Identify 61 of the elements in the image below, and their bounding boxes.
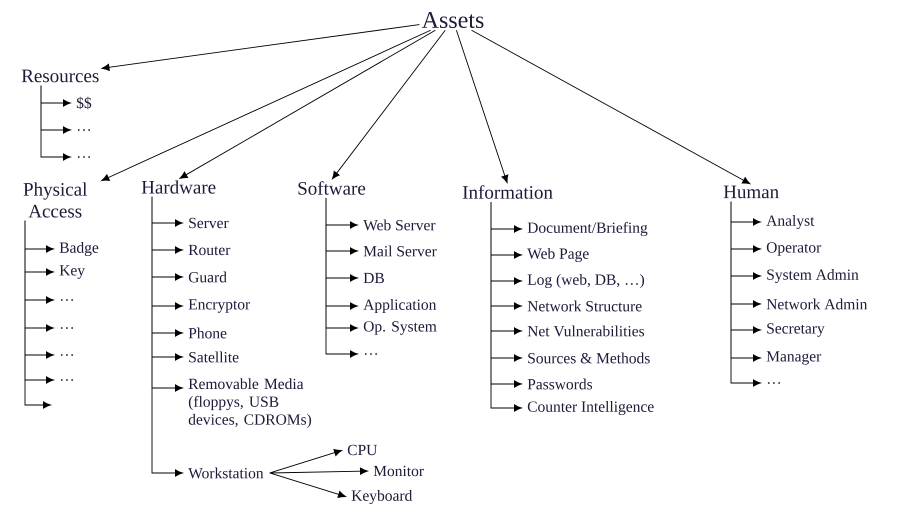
item-label: Monitor — [374, 466, 424, 476]
item-label: … — [78, 129, 90, 131]
category-label: Resources — [22, 70, 99, 82]
item-label: Web Page — [527, 248, 589, 262]
item-label: … — [60, 379, 74, 381]
item-label: … — [364, 353, 378, 355]
item-label: … — [60, 299, 74, 301]
category-label: Hardware — [142, 180, 216, 194]
item-label: Router — [188, 244, 230, 256]
item-label: DB — [364, 272, 384, 284]
arrow — [269, 449, 342, 474]
item-label: Guard — [188, 272, 227, 282]
item-label: Counter Intelligence — [528, 400, 654, 416]
item-label: Workstation — [188, 468, 264, 478]
item-label: Sources & Methods — [528, 352, 650, 364]
arrow — [101, 30, 432, 181]
item-label: Log (web, DB, …) — [528, 274, 644, 288]
category-label: Information — [462, 185, 553, 199]
item-label: … — [768, 382, 780, 384]
item-label: Badge — [60, 242, 98, 256]
item-label: $$ — [76, 96, 92, 110]
arrow — [326, 198, 358, 358]
item-label: Passwords — [528, 378, 592, 390]
item-label: Operator — [766, 242, 822, 256]
arrow — [332, 30, 446, 180]
arrow — [269, 472, 346, 498]
item-label: Encryptor — [188, 299, 250, 313]
arrow — [152, 196, 183, 477]
item-label: … — [60, 354, 74, 356]
item-label: Op. System — [364, 321, 437, 335]
category-label: Human — [724, 186, 779, 198]
item-label: … — [78, 156, 90, 158]
item-label: Analyst — [766, 214, 814, 230]
item-label: Server — [189, 218, 229, 228]
arrow — [180, 30, 436, 179]
arrow — [102, 24, 420, 71]
item-label: Net Vulnerabilities — [528, 326, 644, 336]
item-label: Phone — [188, 328, 226, 338]
item-label: Manager — [766, 351, 822, 365]
arrow — [456, 30, 508, 183]
item-label: Key — [60, 265, 85, 279]
item-label: Network Structure — [528, 300, 642, 312]
arrow — [471, 30, 750, 184]
item-label: … — [60, 327, 74, 329]
item-label: Mail Server — [364, 246, 437, 256]
item-label: Satellite — [189, 352, 238, 362]
item-label: Removable Media (floppys, USB devices, CDROMs) — [188, 378, 312, 428]
item-label: System Admin — [767, 268, 859, 284]
item-label: Web Server — [363, 220, 436, 230]
arrow — [269, 468, 368, 475]
item-label: Application — [363, 298, 436, 314]
category-label: Software — [298, 181, 366, 195]
root-label: Assets — [422, 12, 484, 28]
item-label: Keyboard — [352, 490, 412, 504]
arrow — [24, 220, 51, 409]
item-label: Secretary — [767, 323, 825, 337]
category-label: Physical Access — [24, 182, 88, 218]
item-label: CPU — [348, 444, 378, 456]
item-label: Document/Briefing — [528, 222, 648, 236]
arrow — [40, 85, 71, 161]
item-label: Network Admin — [766, 298, 868, 310]
